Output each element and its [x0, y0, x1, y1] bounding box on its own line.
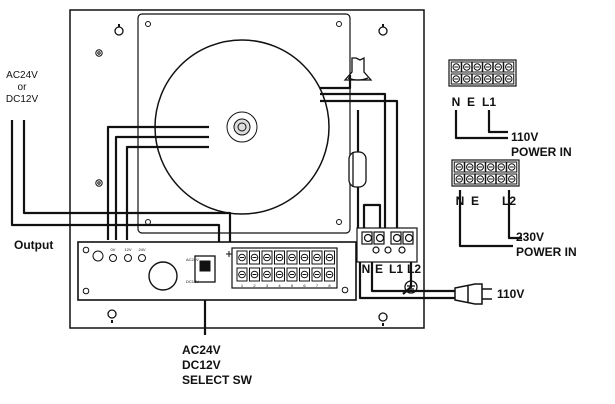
- label-230-e: E: [471, 194, 479, 208]
- output-terminal-number: 7: [316, 283, 319, 288]
- mounting-hole-icon: [114, 24, 124, 36]
- strip-terminal: [471, 61, 483, 85]
- transformer: [137, 13, 351, 234]
- strip-terminal: [461, 61, 473, 85]
- power-in-110-label: POWER IN: [511, 145, 572, 159]
- screw-icon: [82, 246, 90, 254]
- input-voltage-or-label: or: [18, 82, 28, 93]
- led-label-24v: 24V: [138, 247, 145, 252]
- strip-terminal: [482, 61, 494, 85]
- output-label: Output: [14, 238, 53, 252]
- mains-label-e: E: [375, 262, 383, 276]
- output-terminal-number: 6: [303, 283, 306, 288]
- power-in-230-voltage: 230V: [516, 230, 544, 244]
- wiring: [10, 75, 522, 335]
- mains-terminal-block: [356, 227, 418, 263]
- label-110-e: E: [467, 95, 475, 109]
- mounting-hole-icon: [378, 312, 388, 326]
- strip-terminal: [506, 161, 518, 185]
- terminal-strip-110v: [448, 59, 517, 87]
- output-terminal-number: 2: [253, 283, 256, 288]
- mounting-hole-icon: [107, 309, 117, 323]
- strip-terminal: [464, 161, 476, 185]
- output-terminal: [274, 250, 285, 282]
- output-terminal: [324, 250, 335, 282]
- output-terminal-number: 8: [328, 283, 331, 288]
- led-icon: [138, 254, 146, 262]
- select-sw-label-3: SELECT SW: [182, 373, 253, 387]
- mains-label-l1: L1: [389, 262, 403, 276]
- output-terminal: [236, 250, 248, 282]
- output-terminal: [249, 250, 260, 282]
- screw-icon: [341, 286, 349, 294]
- fuse-icon: [343, 56, 373, 188]
- output-terminal-number: 4: [278, 283, 281, 288]
- power-in-230-label: POWER IN: [516, 245, 577, 259]
- label-230-n: N: [456, 194, 465, 208]
- terminal-strip-230v: [451, 159, 520, 187]
- switch-label-ac24v: AC24V: [186, 257, 199, 262]
- output-terminal: [311, 250, 323, 282]
- screw-icon: [95, 179, 103, 187]
- strip-terminal: [503, 61, 515, 85]
- output-terminal: [286, 250, 298, 282]
- select-sw-label-1: AC24V: [182, 343, 221, 357]
- output-terminal-number: 1: [241, 283, 244, 288]
- input-voltage-label-b: DC12V: [6, 94, 39, 105]
- switch-label-dc12v: DC12V: [186, 279, 199, 284]
- screw-icon: [82, 287, 90, 295]
- label-110-n: N: [452, 95, 461, 109]
- output-terminal-block: 1 2 3 4 5 6 7 8: [236, 250, 335, 288]
- output-terminal: [261, 250, 273, 282]
- label-110-l1: L1: [482, 95, 496, 109]
- mounting-hole-icon: [378, 24, 388, 36]
- input-voltage-label-a: AC24V: [6, 70, 38, 81]
- mains-label-l2: L2: [407, 262, 421, 276]
- strip-terminal: [485, 161, 497, 185]
- label-230-l2: L2: [502, 194, 516, 208]
- ground-icon: [404, 280, 418, 294]
- led-label-12v: 12V: [124, 247, 131, 252]
- plug-icon: [454, 283, 492, 305]
- led-label-0v: 0V: [111, 247, 116, 252]
- output-terminal-number: 5: [291, 283, 294, 288]
- output-terminal: [299, 250, 310, 282]
- select-sw-label-2: DC12V: [182, 358, 221, 372]
- output-terminal-number: 3: [266, 283, 269, 288]
- strip-terminal: [495, 161, 507, 185]
- led-icon: [124, 254, 132, 262]
- screw-icon: [95, 49, 103, 57]
- power-in-110-voltage: 110V: [511, 130, 538, 144]
- led-icon: [109, 254, 117, 262]
- mains-label-n: N: [362, 262, 371, 276]
- plug-voltage-label: 110V: [497, 287, 524, 301]
